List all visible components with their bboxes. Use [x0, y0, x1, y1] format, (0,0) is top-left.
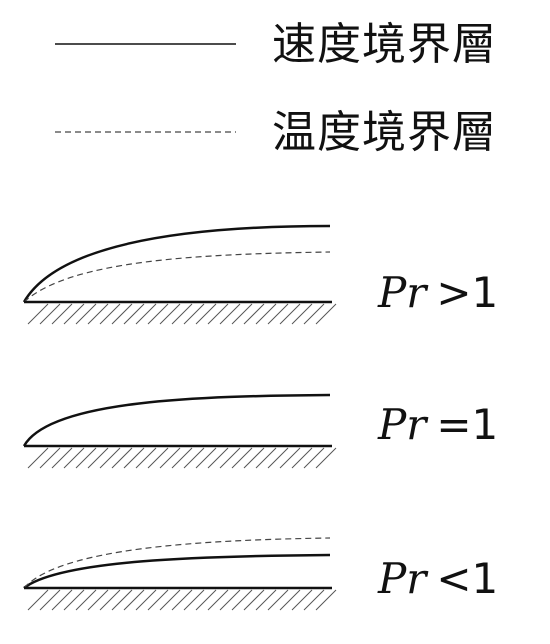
hatch-line [147, 589, 169, 611]
case-label-pr-greater-1: Pr>1 [378, 268, 498, 318]
hatch-line [267, 447, 289, 469]
prandtl-relation: =1 [436, 400, 499, 449]
hatch-line [135, 447, 157, 469]
hatch-line [63, 447, 85, 469]
hatch-line [39, 303, 61, 325]
hatch-line [27, 589, 49, 611]
hatch-line [75, 447, 97, 469]
hatch-line [279, 589, 301, 611]
hatch-line [135, 589, 157, 611]
plate-hatching [27, 303, 337, 325]
hatch-line [315, 303, 337, 325]
hatch-line [279, 447, 301, 469]
hatch-line [207, 589, 229, 611]
legend-thermal-label: 温度境界層 [272, 107, 497, 158]
hatch-line [183, 589, 205, 611]
hatch-line [195, 303, 217, 325]
hatch-line [123, 589, 145, 611]
hatch-line [111, 303, 133, 325]
hatch-line [303, 447, 325, 469]
hatch-line [219, 589, 241, 611]
hatch-line [75, 303, 97, 325]
thermal-boundary-curve [23, 251, 331, 303]
case-pr-greater-1 [22, 224, 337, 325]
prandtl-relation: <1 [436, 554, 499, 603]
velocity-boundary-curve [22, 224, 331, 303]
hatch-line [51, 447, 73, 469]
hatch-line [171, 589, 193, 611]
hatch-line [291, 447, 313, 469]
hatch-line [87, 447, 109, 469]
hatch-line [123, 447, 145, 469]
hatch-line [147, 303, 169, 325]
plate-hatching [27, 447, 337, 469]
hatch-line [27, 303, 49, 325]
thermal-boundary-curve [23, 537, 331, 589]
hatch-line [171, 447, 193, 469]
prandtl-symbol: Pr [378, 554, 427, 603]
hatch-line [159, 589, 181, 611]
hatch-line [315, 589, 337, 611]
hatch-line [279, 303, 301, 325]
hatch-line [243, 589, 265, 611]
hatch-line [231, 589, 253, 611]
hatch-line [75, 589, 97, 611]
hatch-line [135, 303, 157, 325]
case-label-pr-equal-1: Pr=1 [378, 400, 498, 450]
hatch-line [243, 303, 265, 325]
hatch-line [51, 303, 73, 325]
plate-hatching [27, 589, 337, 611]
hatch-line [87, 589, 109, 611]
hatch-line [99, 589, 121, 611]
hatch-line [267, 589, 289, 611]
hatch-line [315, 447, 337, 469]
prandtl-symbol: Pr [378, 268, 427, 317]
hatch-line [111, 589, 133, 611]
hatch-line [147, 447, 169, 469]
hatch-line [63, 589, 85, 611]
hatch-line [219, 303, 241, 325]
prandtl-symbol: Pr [378, 400, 427, 449]
hatch-line [183, 447, 205, 469]
hatch-line [243, 447, 265, 469]
hatch-line [255, 303, 277, 325]
hatch-line [159, 303, 181, 325]
hatch-line [51, 589, 73, 611]
velocity-boundary-curve [22, 393, 331, 447]
hatch-line [231, 447, 253, 469]
hatch-line [267, 303, 289, 325]
legend-velocity-label: 速度境界層 [272, 19, 497, 70]
hatch-line [303, 589, 325, 611]
case-pr-equal-1 [22, 393, 337, 469]
hatch-line [123, 303, 145, 325]
case-pr-less-1 [23, 537, 337, 611]
velocity-boundary-curve [23, 553, 331, 589]
case-label-pr-less-1: Pr<1 [378, 554, 498, 604]
hatch-line [99, 447, 121, 469]
hatch-line [63, 303, 85, 325]
hatch-line [171, 303, 193, 325]
hatch-line [291, 589, 313, 611]
hatch-line [111, 447, 133, 469]
hatch-line [99, 303, 121, 325]
hatch-line [39, 447, 61, 469]
prandtl-relation: >1 [436, 268, 499, 317]
hatch-line [207, 303, 229, 325]
hatch-line [219, 447, 241, 469]
hatch-line [207, 447, 229, 469]
hatch-line [159, 447, 181, 469]
hatch-line [255, 447, 277, 469]
hatch-line [231, 303, 253, 325]
hatch-line [195, 589, 217, 611]
hatch-line [183, 303, 205, 325]
hatch-line [291, 303, 313, 325]
hatch-line [87, 303, 109, 325]
hatch-line [39, 589, 61, 611]
hatch-line [303, 303, 325, 325]
hatch-line [195, 447, 217, 469]
hatch-line [27, 447, 49, 469]
hatch-line [255, 589, 277, 611]
